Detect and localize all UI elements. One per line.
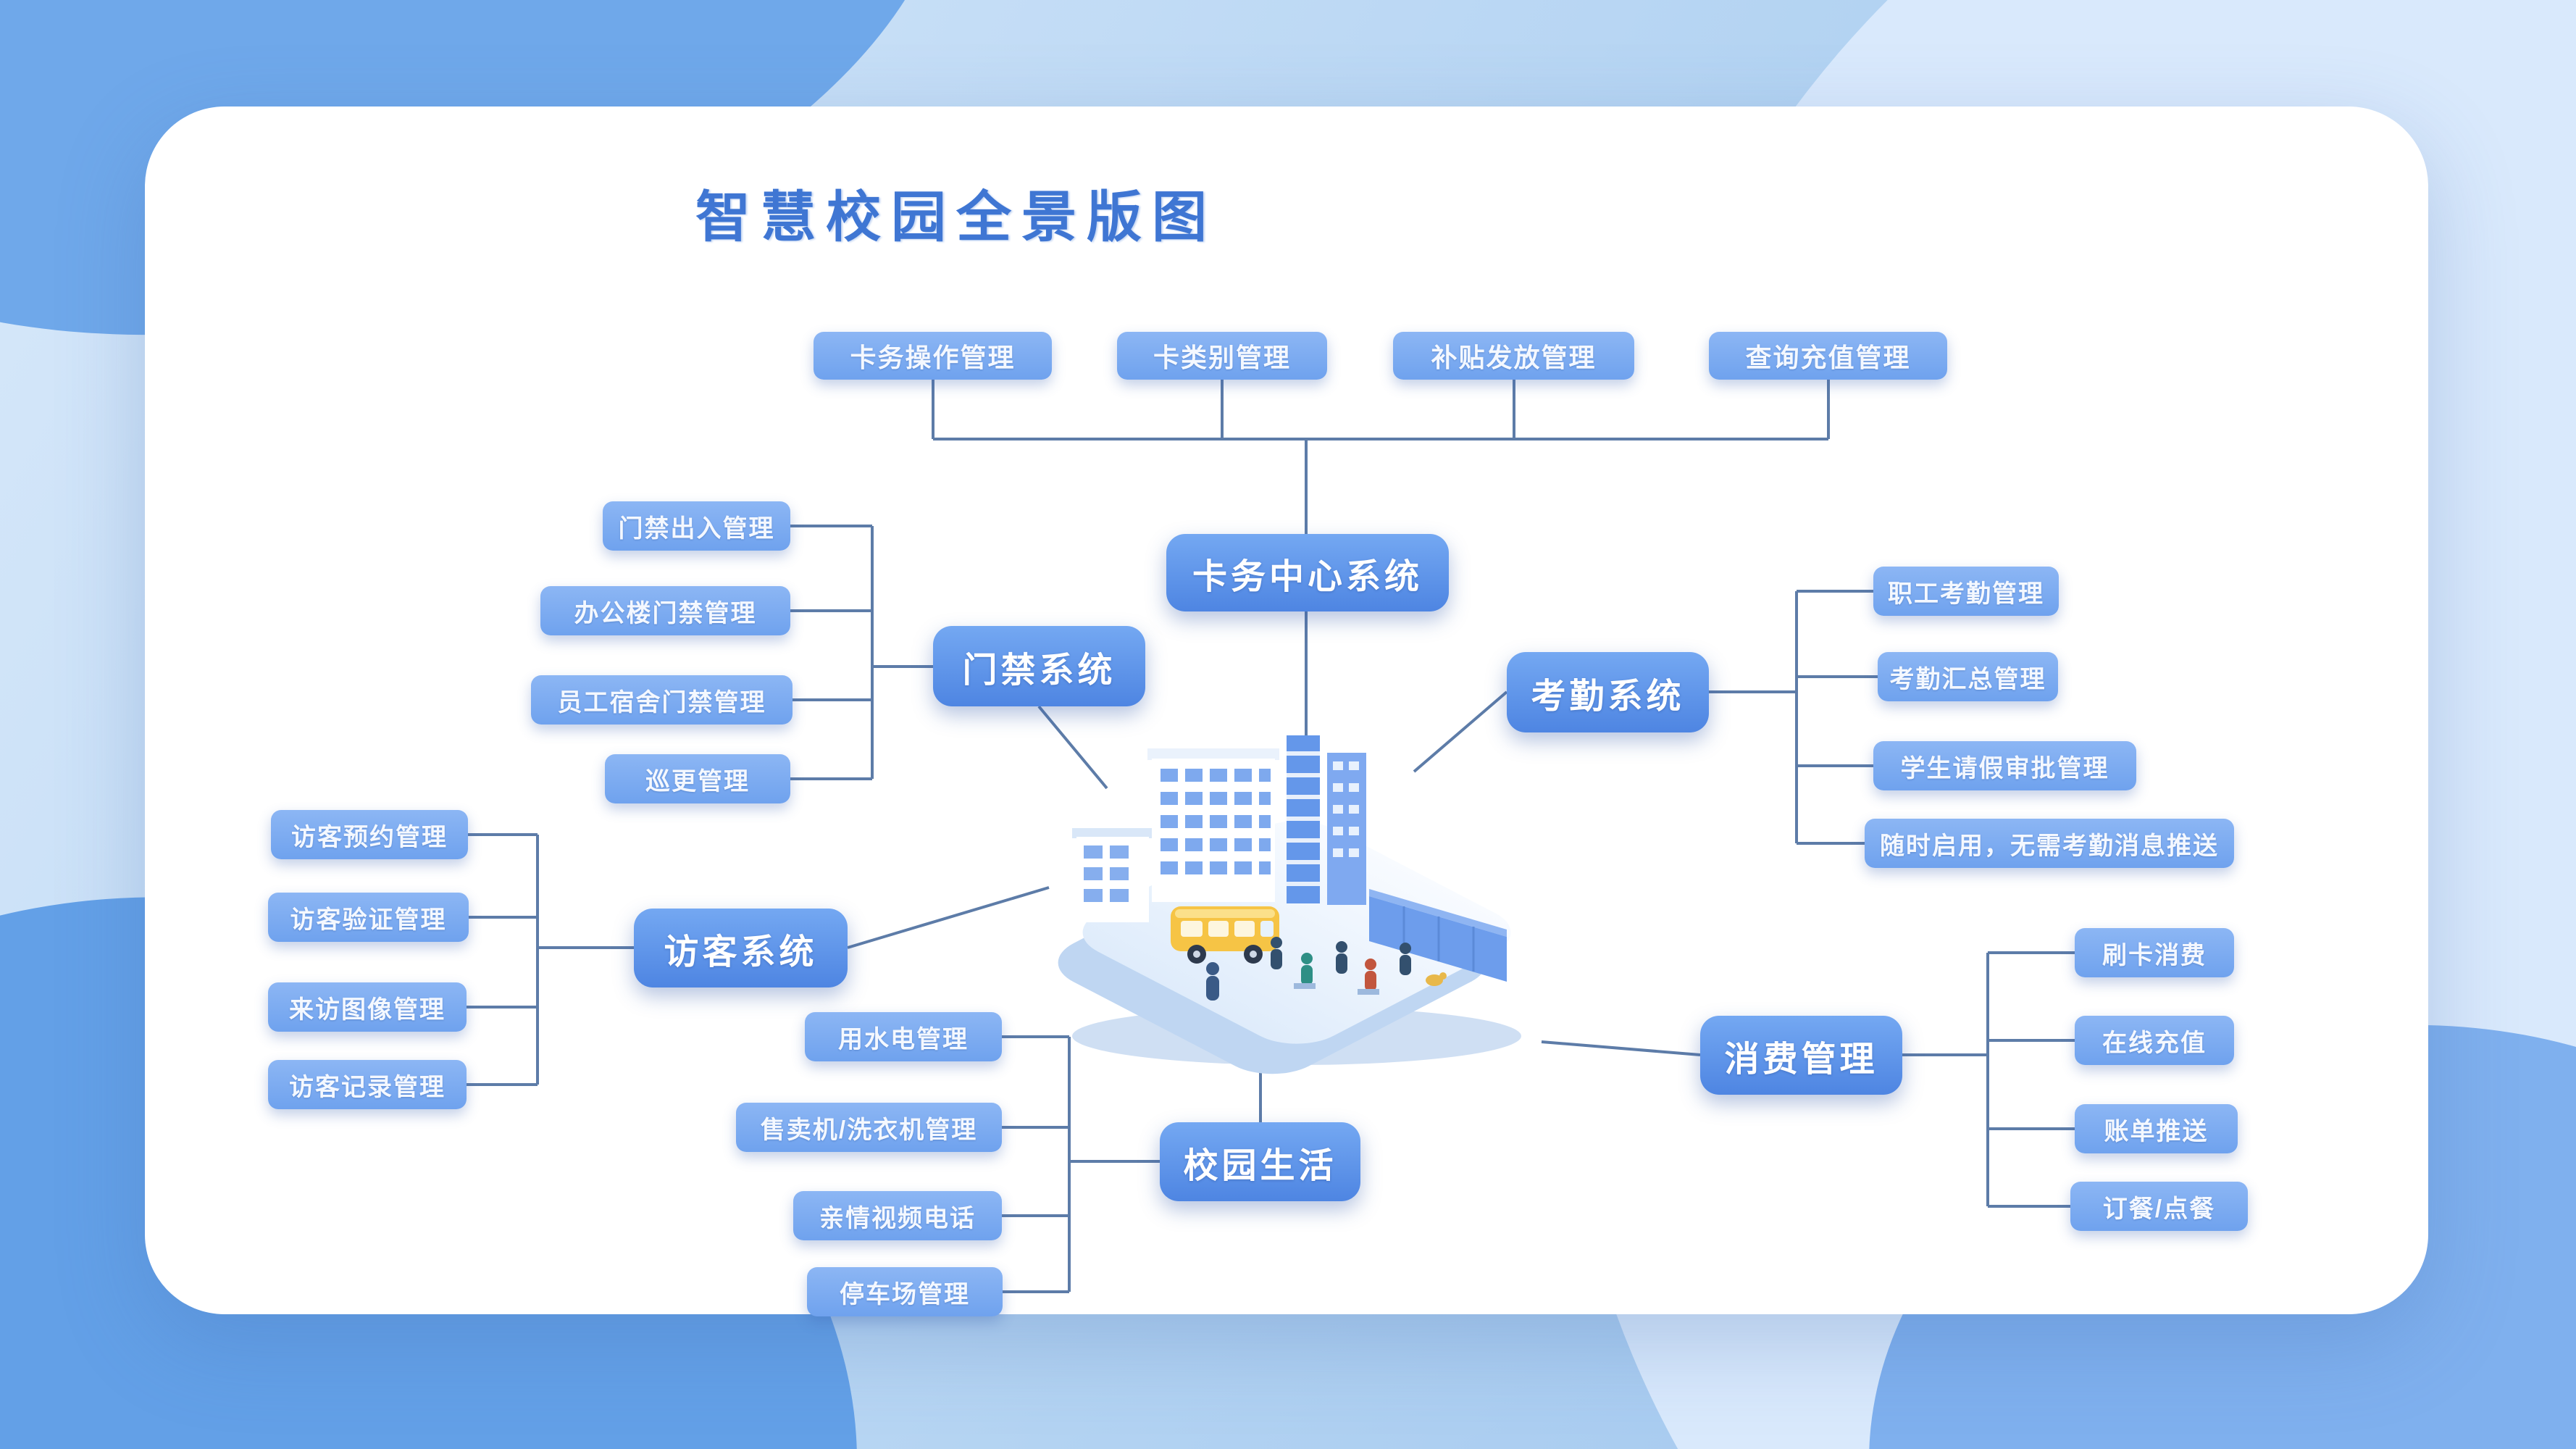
node-visitor-system: 访客系统 bbox=[634, 909, 848, 987]
campus-wall bbox=[1369, 889, 1507, 982]
main-building bbox=[1147, 748, 1279, 902]
module-visitor-images: 来访图像管理 bbox=[268, 982, 467, 1032]
module-access-patrol: 巡更管理 bbox=[605, 754, 790, 803]
module-visitor-appointment: 访客预约管理 bbox=[271, 810, 468, 859]
node-campus-life-system: 校园生活 bbox=[1160, 1122, 1360, 1201]
module-life-vending: 售卖机/洗衣机管理 bbox=[736, 1103, 1002, 1152]
module-attendance-summary: 考勤汇总管理 bbox=[1878, 652, 2058, 701]
module-card-operations: 卡务操作管理 bbox=[814, 332, 1052, 380]
module-access-dormitory: 员工宿舍门禁管理 bbox=[531, 675, 793, 724]
module-consume-swipe: 刷卡消费 bbox=[2075, 928, 2234, 977]
module-consume-recharge: 在线充值 bbox=[2075, 1016, 2234, 1065]
module-visitor-records: 访客记录管理 bbox=[268, 1060, 467, 1109]
module-access-office: 办公楼门禁管理 bbox=[540, 586, 790, 635]
node-access-system: 门禁系统 bbox=[933, 626, 1145, 706]
node-consumption-system: 消费管理 bbox=[1700, 1016, 1902, 1095]
module-life-video-call: 亲情视频电话 bbox=[793, 1191, 1002, 1240]
module-query-recharge: 查询充值管理 bbox=[1709, 332, 1947, 380]
school-bus bbox=[1171, 906, 1279, 964]
module-consume-bills: 账单推送 bbox=[2075, 1104, 2238, 1153]
page-title: 智慧校园全景版图 bbox=[695, 187, 1217, 249]
tower-buildings bbox=[1287, 735, 1366, 905]
module-subsidy-issuing: 补贴发放管理 bbox=[1393, 332, 1634, 380]
module-visitor-verify: 访客验证管理 bbox=[268, 893, 469, 942]
module-consume-meals: 订餐/点餐 bbox=[2070, 1182, 2248, 1231]
module-card-categories: 卡类别管理 bbox=[1117, 332, 1327, 380]
diagram-card bbox=[145, 107, 2428, 1314]
node-card-center-system: 卡务中心系统 bbox=[1166, 534, 1449, 611]
module-attendance-push: 随时启用，无需考勤消息推送 bbox=[1865, 819, 2234, 868]
module-attendance-staff: 职工考勤管理 bbox=[1873, 567, 2059, 616]
module-life-parking: 停车场管理 bbox=[807, 1267, 1003, 1316]
module-attendance-leave: 学生请假审批管理 bbox=[1873, 741, 2136, 790]
module-life-utilities: 用水电管理 bbox=[805, 1012, 1002, 1061]
campus-illustration bbox=[1029, 714, 1579, 1076]
kiosk-building bbox=[1072, 828, 1153, 922]
node-attendance-system: 考勤系统 bbox=[1507, 652, 1709, 732]
people-figures bbox=[1206, 937, 1447, 1001]
module-access-entry-exit: 门禁出入管理 bbox=[603, 501, 790, 551]
